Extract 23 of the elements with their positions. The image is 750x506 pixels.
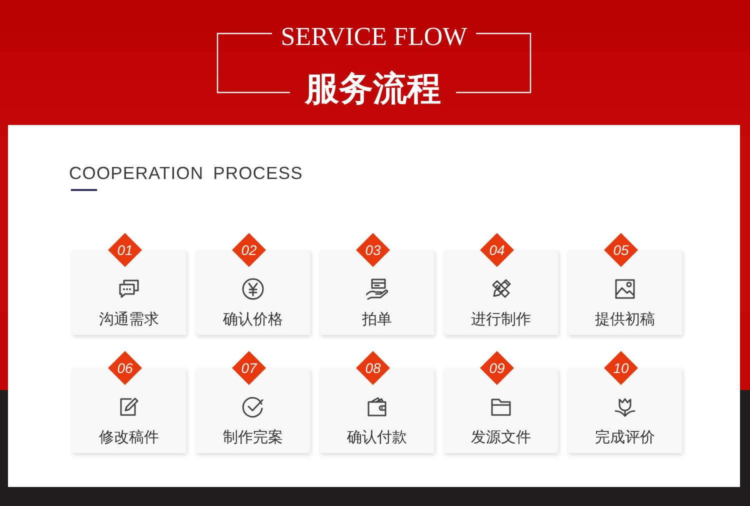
- step-label: 制作完案: [222, 427, 284, 447]
- step-number-badge: 06: [108, 351, 142, 385]
- step-label: 确认价格: [222, 309, 284, 329]
- step-number-badge: 01: [108, 233, 142, 267]
- step-number-badge: 09: [480, 351, 514, 385]
- step-number-badge: 04: [480, 233, 514, 267]
- step-number-badge: 07: [232, 351, 266, 385]
- step-label: 沟通需求: [98, 309, 160, 329]
- step-number-badge: 03: [356, 233, 390, 267]
- step-label: 发源文件: [470, 427, 532, 447]
- step-number-badge: 10: [604, 351, 638, 385]
- step-number-badge: 08: [356, 351, 390, 385]
- step-number-badge: 05: [604, 233, 638, 267]
- title-text: 服务流程: [304, 68, 442, 110]
- step-label: 进行制作: [470, 309, 532, 329]
- section-heading: COOPERATION PROCESS: [69, 162, 303, 184]
- subtitle-text: SERVICE FLOW: [280, 22, 468, 52]
- step-label: 完成评价: [594, 427, 656, 447]
- step-number-badge: 02: [232, 233, 266, 267]
- step-label: 拍单: [361, 309, 393, 329]
- step-label: 提供初稿: [594, 309, 656, 329]
- step-label: 修改稿件: [98, 427, 160, 447]
- step-label: 确认付款: [346, 427, 408, 447]
